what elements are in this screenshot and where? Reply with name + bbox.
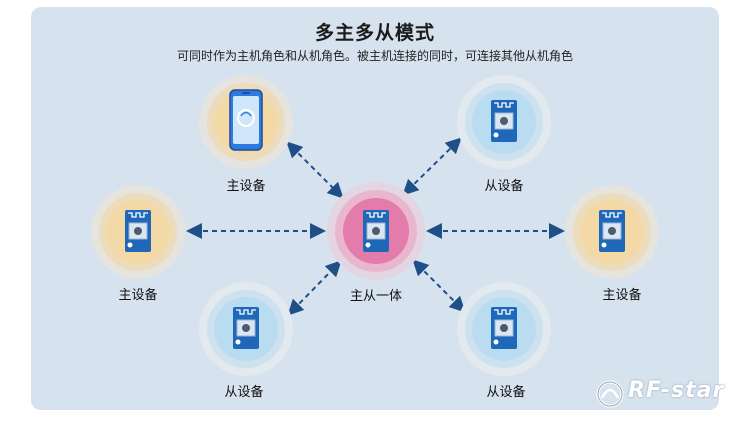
center-label: 主从一体 (349, 289, 402, 304)
arrow-slave-bottom-right (412, 259, 466, 313)
ble-module-icon (599, 210, 625, 252)
ble-module-icon (233, 307, 259, 349)
slave-bottom-left-label: 从设备 (224, 385, 264, 400)
arrow-master-top (286, 141, 344, 199)
smartphone-icon (229, 89, 263, 151)
slave-bottom-right-label: 从设备 (486, 385, 526, 400)
slave-top-label: 从设备 (484, 179, 524, 194)
brand-logo: RF-star (628, 378, 725, 403)
arrow-slave-top (402, 137, 462, 196)
rf-star-logo-icon (596, 380, 624, 408)
center-node (327, 182, 425, 280)
master-node-left (91, 185, 185, 279)
master-node-right (565, 185, 659, 279)
diagram-subtitle: 可同时作为主机角色和从机角色。被主机连接的同时，可连接其他从机角色 (176, 49, 573, 63)
slave-node-bottom-right (457, 282, 551, 376)
master-right-label: 主设备 (602, 288, 642, 303)
ble-module-icon (363, 210, 389, 252)
arrow-slave-bottom-left (287, 260, 342, 316)
master-node-top (199, 75, 293, 169)
slave-node-bottom-left (199, 282, 293, 376)
diagram-title: 多主多从模式 (314, 22, 435, 44)
ble-module-icon (491, 100, 517, 142)
slave-node-top (457, 75, 551, 169)
master-top-label: 主设备 (226, 179, 266, 194)
ble-module-icon (125, 210, 151, 252)
ble-module-icon (491, 307, 517, 349)
master-left-label: 主设备 (118, 288, 158, 303)
